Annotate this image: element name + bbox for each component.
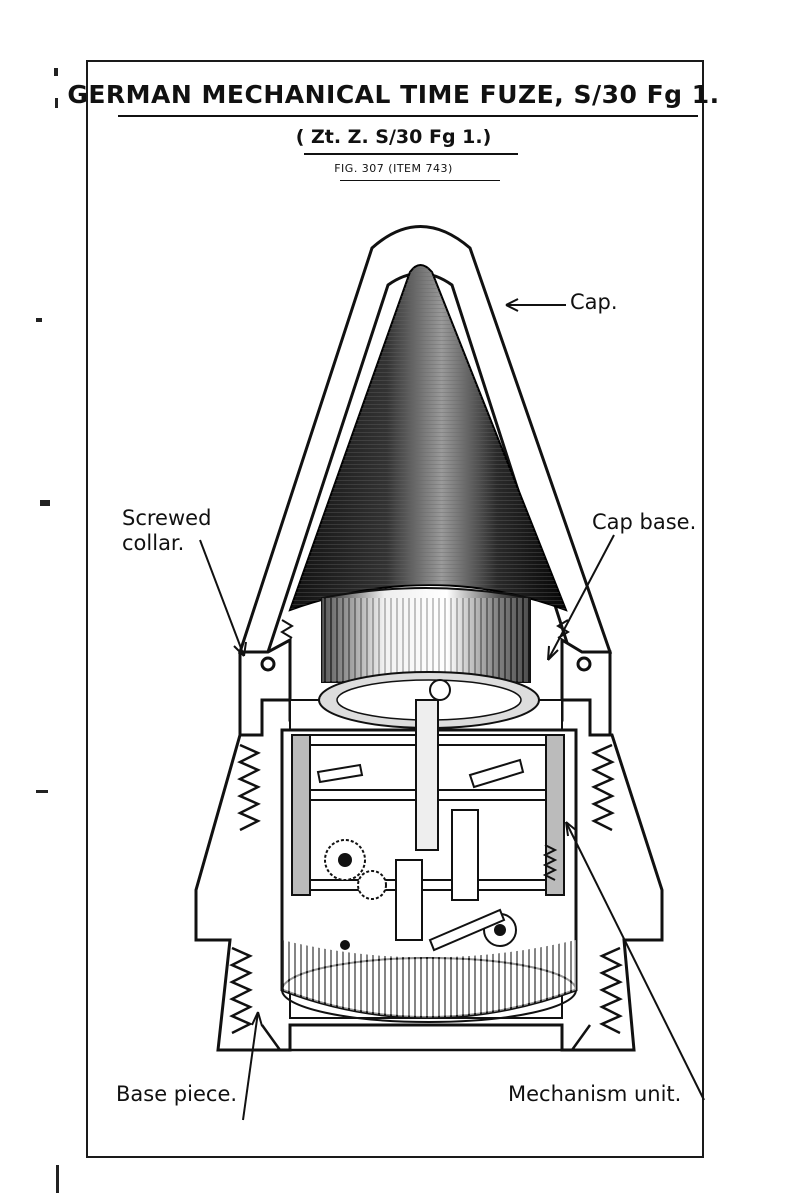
label-mechanism-unit: Mechanism unit. xyxy=(508,1082,682,1106)
scan-speck xyxy=(36,318,42,322)
label-base-piece: Base piece. xyxy=(116,1082,238,1106)
figure-title: GERMAN MECHANICAL TIME FUZE, S/30 Fg 1. xyxy=(67,80,720,109)
scan-speck xyxy=(36,790,48,793)
base-bottom xyxy=(260,1024,592,1052)
scan-speck xyxy=(40,500,50,506)
reference-underline xyxy=(340,180,500,181)
scan-speck xyxy=(54,68,58,76)
mechanism-unit xyxy=(280,671,578,1023)
scan-speck xyxy=(56,1165,59,1193)
label-cap: Cap. xyxy=(570,290,618,314)
page-frame xyxy=(86,60,704,1158)
thread-right xyxy=(591,743,623,1035)
scan-speck xyxy=(55,98,58,108)
subtitle-underline xyxy=(304,153,518,155)
leader-lines xyxy=(199,298,705,1121)
label-screwed-collar: Screwed collar. xyxy=(122,506,212,555)
figure-reference: FIG. 307 (ITEM 743) xyxy=(334,162,453,175)
thread-left xyxy=(229,743,261,1035)
figure-subtitle: ( Zt. Z. S/30 Fg 1.) xyxy=(295,126,492,148)
label-cap-base: Cap base. xyxy=(592,510,697,534)
title-underline xyxy=(118,115,698,117)
cap-thread xyxy=(280,619,570,639)
